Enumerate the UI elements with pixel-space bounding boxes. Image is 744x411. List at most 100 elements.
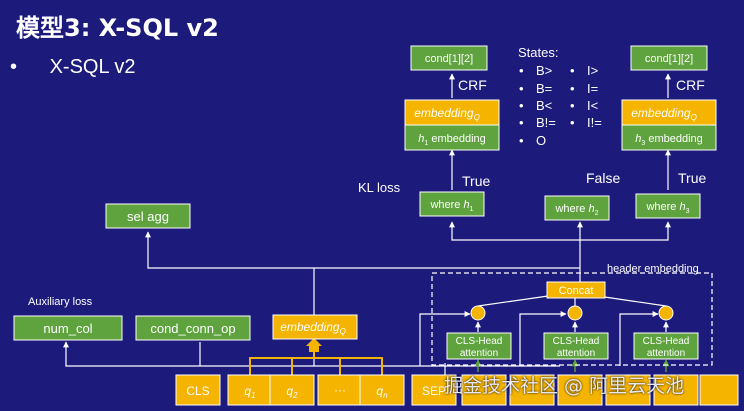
svg-text:where h1: where h1 — [429, 199, 473, 213]
state-b-eq: B= — [536, 81, 552, 96]
svg-text:q1: q1 — [244, 384, 255, 400]
svg-text:•: • — [519, 115, 524, 130]
circ1-concat — [477, 295, 549, 307]
token-ellipsis — [317, 374, 363, 406]
num-col-box: num_col — [13, 315, 123, 341]
embedding-q-left: embeddingQ — [414, 106, 480, 122]
svg-text:•: • — [570, 63, 575, 78]
bullet-item: • X-SQL v2 — [10, 56, 136, 79]
kl-loss-label: KL loss — [358, 180, 401, 195]
cls-head-attention-2: CLS-Head attention — [543, 332, 609, 360]
sel-agg-line — [145, 231, 580, 269]
top-output-right: cond[1][2] — [630, 45, 708, 71]
header-embedding-label: header embedding — [607, 263, 699, 275]
cond-conn-op-box: cond_conn_op — [135, 315, 251, 341]
svg-text:CLS-Head: CLS-Head — [456, 336, 503, 347]
false-label: False — [586, 170, 620, 186]
h1-embedding-label: h1 embedding — [418, 133, 486, 147]
num-col-line — [63, 341, 560, 367]
where3-line — [580, 221, 671, 241]
fan-up-arrow-icon — [306, 338, 322, 352]
sel-agg-box: sel agg — [105, 203, 191, 229]
top-output-left: cond[1][2] — [410, 45, 488, 71]
svg-text:•: • — [519, 81, 524, 96]
state-i-gt: I> — [587, 63, 598, 78]
token-cls — [175, 374, 221, 406]
bullet-marker: • — [10, 56, 18, 78]
attn1-side — [419, 311, 471, 366]
svg-text:•: • — [570, 115, 575, 130]
token-sep-label: SEP — [422, 384, 446, 398]
svg-text:•: • — [519, 98, 524, 113]
state-i-eq: I= — [587, 81, 598, 96]
where-box-2: where h2 — [544, 195, 610, 221]
svg-text:attention: attention — [647, 348, 685, 359]
token-header-2 — [509, 374, 555, 406]
state-b-lt: B< — [536, 98, 552, 113]
true-label-right: True — [678, 170, 706, 186]
token-qn — [359, 374, 405, 406]
green-arrows — [474, 359, 670, 372]
svg-text:where h3: where h3 — [645, 201, 689, 215]
token-sep — [411, 374, 457, 406]
crf-label-right: CRF — [676, 77, 705, 93]
states-legend: States: •B> •B= •B< •B!= •O •I> •I= •I< … — [518, 45, 602, 148]
concat-label: Concat — [559, 285, 594, 297]
svg-text:attention: attention — [460, 348, 498, 359]
circ3-concat — [597, 295, 667, 307]
token-header-1 — [461, 374, 507, 406]
svg-text:CLS-Head: CLS-Head — [643, 336, 690, 347]
embedding-stack-left: embeddingQ h1 embedding — [404, 99, 500, 151]
orange-fan — [249, 350, 383, 375]
token-row: CLS q1 q2 ··· qn SEP — [175, 374, 739, 406]
state-i-lt: I< — [587, 98, 598, 113]
slide-title: 模型3: X-SQL v2 — [16, 14, 219, 42]
true-label-left: True — [462, 173, 490, 189]
state-b-gt: B> — [536, 63, 552, 78]
state-b-neq: B!= — [536, 115, 556, 130]
token-header-6 — [699, 374, 739, 406]
embedding-q-box: embeddingQ — [272, 314, 358, 340]
crf-label-left: CRF — [458, 77, 487, 93]
top-output-right-label: cond[1][2] — [645, 53, 693, 65]
cls-head-attention-3: CLS-Head attention — [633, 332, 699, 360]
cond-conn-op-label: cond_conn_op — [150, 321, 235, 336]
svg-text:attention: attention — [557, 348, 595, 359]
token-q2 — [269, 374, 315, 406]
attention-node-3 — [658, 305, 674, 321]
token-header-5 — [653, 374, 699, 406]
auxiliary-loss-label: Auxiliary loss — [28, 296, 93, 308]
embedding-q-bottom: embeddingQ — [280, 320, 346, 336]
svg-text:q2: q2 — [286, 384, 298, 400]
sel-agg-label: sel agg — [127, 209, 169, 224]
states-title: States: — [518, 45, 558, 60]
where-box-3: where h3 — [635, 193, 701, 219]
svg-text:•: • — [519, 133, 524, 148]
bullet-text: X-SQL v2 — [49, 56, 136, 78]
svg-text:qn: qn — [376, 384, 388, 400]
top-output-left-label: cond[1][2] — [425, 53, 473, 65]
connector-lines — [63, 73, 671, 375]
num-col-label: num_col — [43, 321, 92, 336]
token-ellipsis-label: ··· — [334, 383, 346, 397]
embedding-q-right: embeddingQ — [631, 106, 697, 122]
token-q1 — [227, 374, 273, 406]
concat-box: Concat — [546, 281, 606, 299]
h3-embedding-label: h3 embedding — [635, 133, 703, 147]
attention-node-2 — [567, 305, 583, 321]
where-box-1: where h1 — [419, 191, 485, 217]
svg-text:CLS-Head: CLS-Head — [553, 336, 600, 347]
where1-line — [449, 221, 580, 241]
token-cls-label: CLS — [186, 384, 209, 398]
cls-head-attention-1: CLS-Head attention — [446, 332, 512, 360]
svg-text:where h2: where h2 — [554, 203, 598, 217]
svg-text:•: • — [570, 81, 575, 96]
watermark: 掘金技术社区 @ 阿里云天池 — [444, 375, 685, 397]
token-header-3 — [557, 374, 603, 406]
attn3-side — [619, 311, 659, 366]
svg-text:•: • — [570, 98, 575, 113]
attention-node-1 — [470, 305, 486, 321]
header-embedding-region — [431, 272, 713, 366]
